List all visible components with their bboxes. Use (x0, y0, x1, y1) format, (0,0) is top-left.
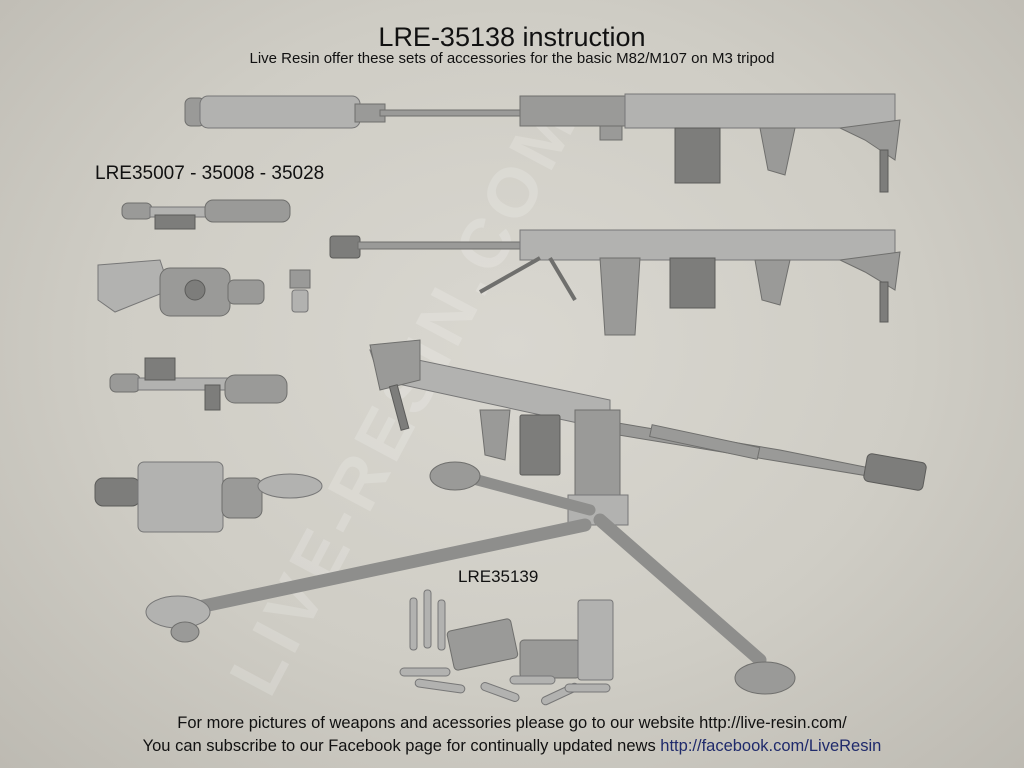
footer-facebook-line: You can subscribe to our Facebook page f… (0, 737, 1024, 756)
tripod-set-label: LRE35139 (458, 567, 539, 586)
rifle-with-suppressor (184, 93, 901, 193)
facebook-link[interactable]: http://facebook.com/LiveResin (660, 737, 882, 755)
footer-website-text: For more pictures of weapons and acessor… (177, 714, 847, 732)
rifle-on-tripod (369, 339, 927, 526)
scope-2 (109, 357, 288, 411)
scope-sets-label: LRE35007 - 35008 - 35028 (95, 163, 325, 184)
page-title: LRE-35138 instruction (378, 22, 646, 52)
page-subtitle: Live Resin offer these sets of accessori… (249, 50, 775, 67)
scope-1 (121, 199, 291, 230)
ammunition-and-magazines (399, 589, 614, 706)
rifle-with-bipod (329, 229, 901, 336)
m3-tripod (145, 461, 796, 695)
thermal-sight (94, 461, 323, 533)
night-vision-sight (97, 259, 311, 317)
footer-facebook-text: You can subscribe to our Facebook page f… (142, 737, 661, 755)
